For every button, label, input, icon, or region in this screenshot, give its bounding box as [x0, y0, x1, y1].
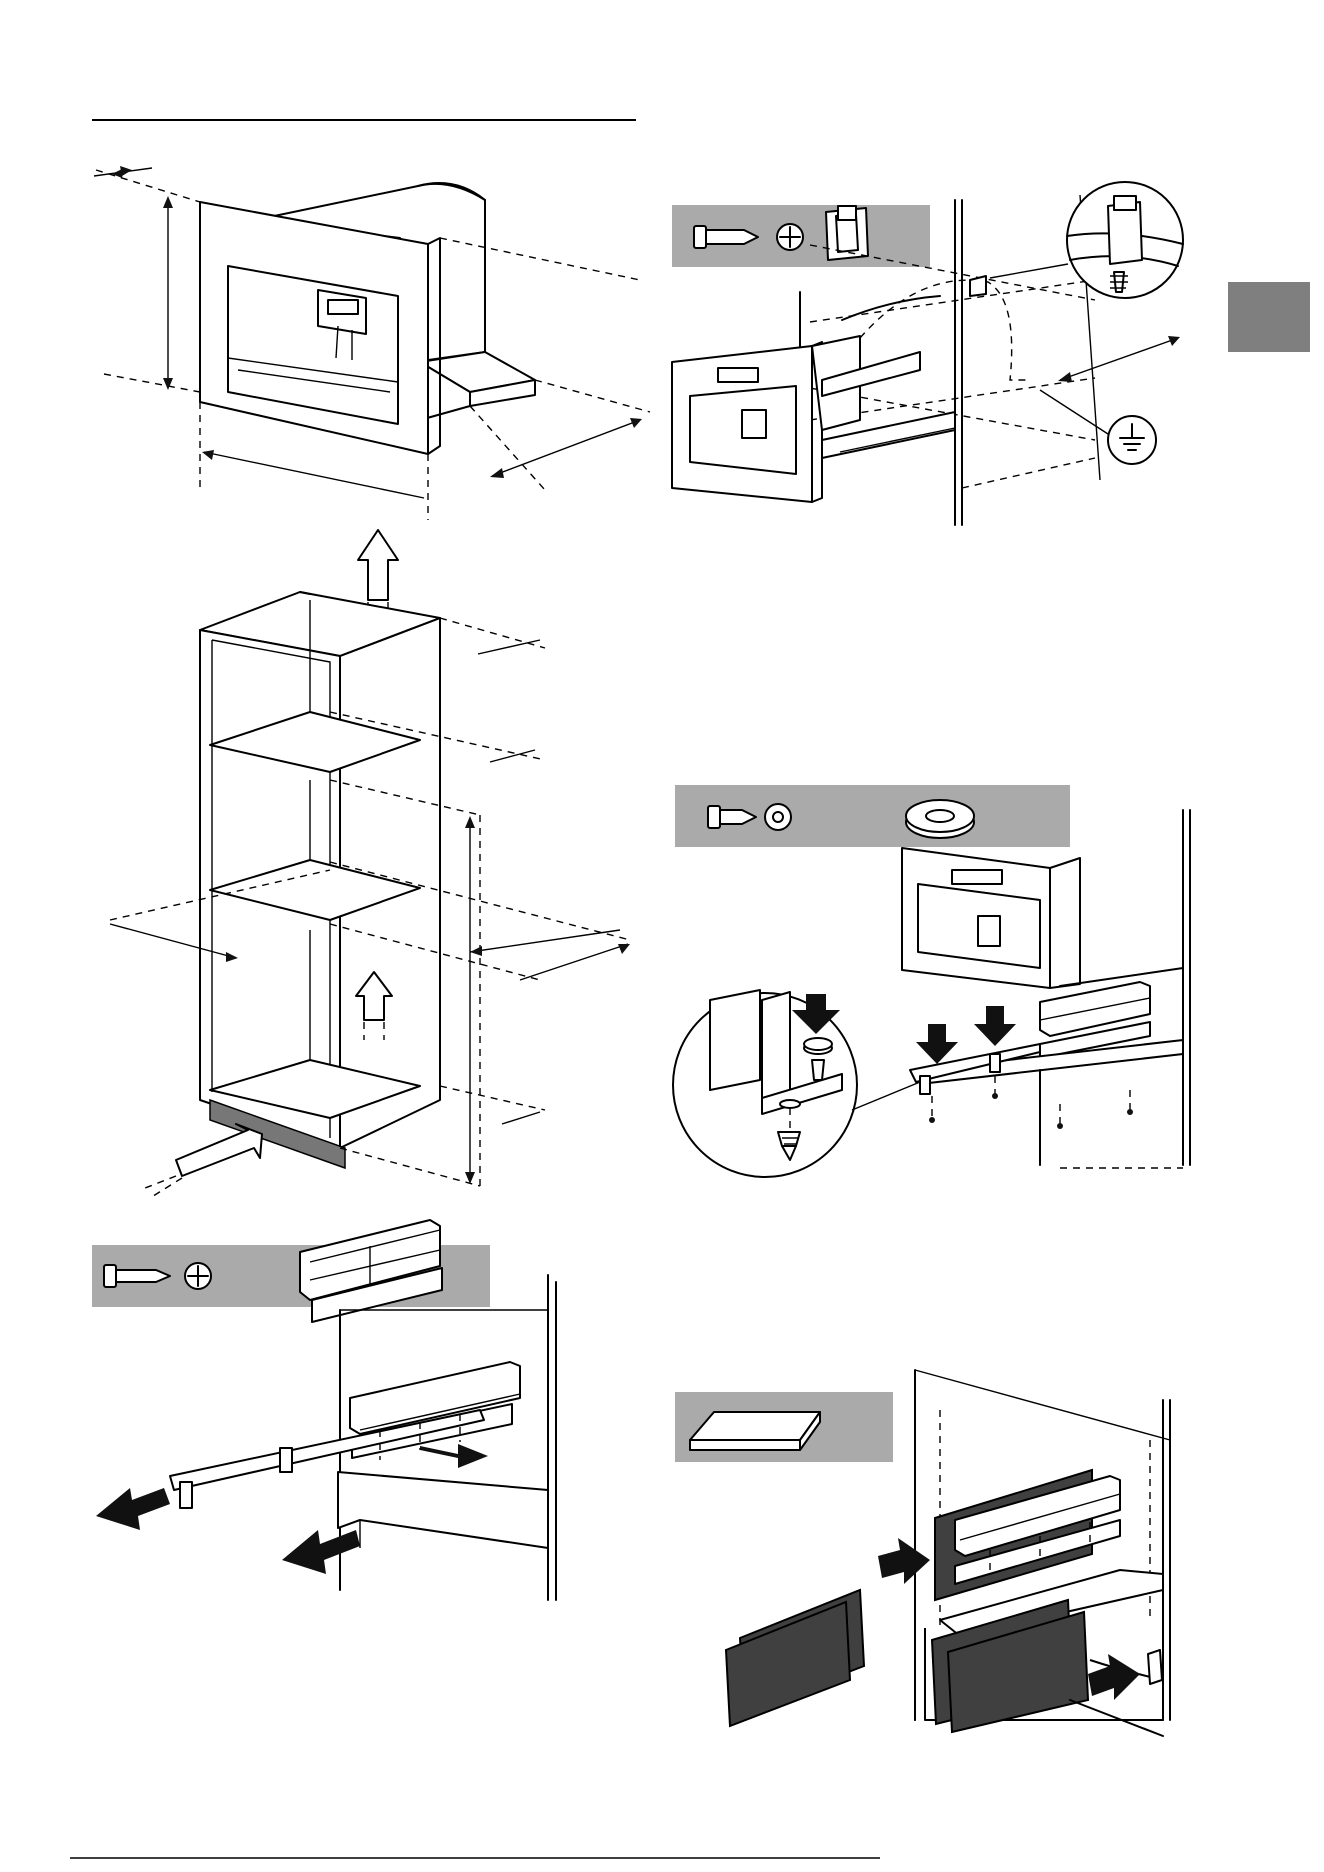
- chapter-tab: [1228, 282, 1310, 352]
- fig-washer-fixing: [673, 785, 1190, 1177]
- phillips-head-icon: [185, 1263, 211, 1289]
- washer-icon: [906, 800, 974, 838]
- phillips-head-icon-ground: [777, 224, 803, 250]
- insert-arrow-upper-panel: [878, 1538, 930, 1584]
- torx-head-icon: [765, 804, 791, 830]
- fig-cover-panels: [675, 1370, 1170, 1736]
- fig-cabinet-dimensions: [110, 592, 630, 1198]
- fig-appliance-dimensions: [94, 166, 650, 520]
- fig-ground-connection: [672, 182, 1183, 525]
- ground-clip-icon: [826, 206, 868, 260]
- cover-panel-icon: [690, 1412, 820, 1450]
- pull-arrow-left: [96, 1488, 170, 1530]
- pull-arrow-lower: [282, 1530, 360, 1574]
- fig-rail-install: [92, 1220, 556, 1600]
